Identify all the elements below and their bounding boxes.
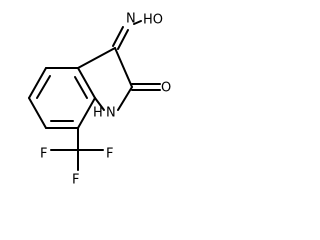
bond-c7a-c3a-inner	[74, 76, 88, 99]
atom-label-oxime-n: N	[126, 12, 136, 27]
atom-label-hydroxy: HO	[143, 13, 163, 28]
chemical-structure: N HO O N H F F F	[28, 12, 171, 188]
atom-label-ring-h: H	[93, 106, 103, 121]
five-membered-ring	[77, 47, 133, 111]
bond-c3a-c3	[77, 47, 116, 69]
bond-n-o	[133, 20, 142, 25]
bond-c3-n-double-b	[117, 29, 129, 50]
atom-label-carbonyl-o: O	[161, 81, 171, 96]
bond-c3-c2	[114, 47, 133, 88]
benzene-ring	[28, 67, 96, 129]
bond-c7a-c3a	[77, 67, 96, 99]
bond-c4-c5-inner	[36, 75, 51, 99]
oxime-group	[112, 20, 142, 50]
atom-label-f-right: F	[106, 147, 113, 162]
bond-c4-c5	[28, 67, 47, 99]
atom-label-ring-n: N	[106, 106, 116, 121]
trifluoromethyl-group	[50, 127, 104, 171]
atom-label-f-bottom: F	[72, 173, 79, 188]
atom-label-f-left: F	[40, 147, 47, 162]
bond-c2-n1	[117, 86, 133, 111]
bond-c7-c7a	[77, 97, 96, 129]
bond-c3-n-double-a	[112, 26, 124, 47]
bond-n1-c7a	[94, 97, 105, 111]
carbonyl-group	[131, 83, 161, 91]
bond-c5-c6	[28, 97, 47, 129]
